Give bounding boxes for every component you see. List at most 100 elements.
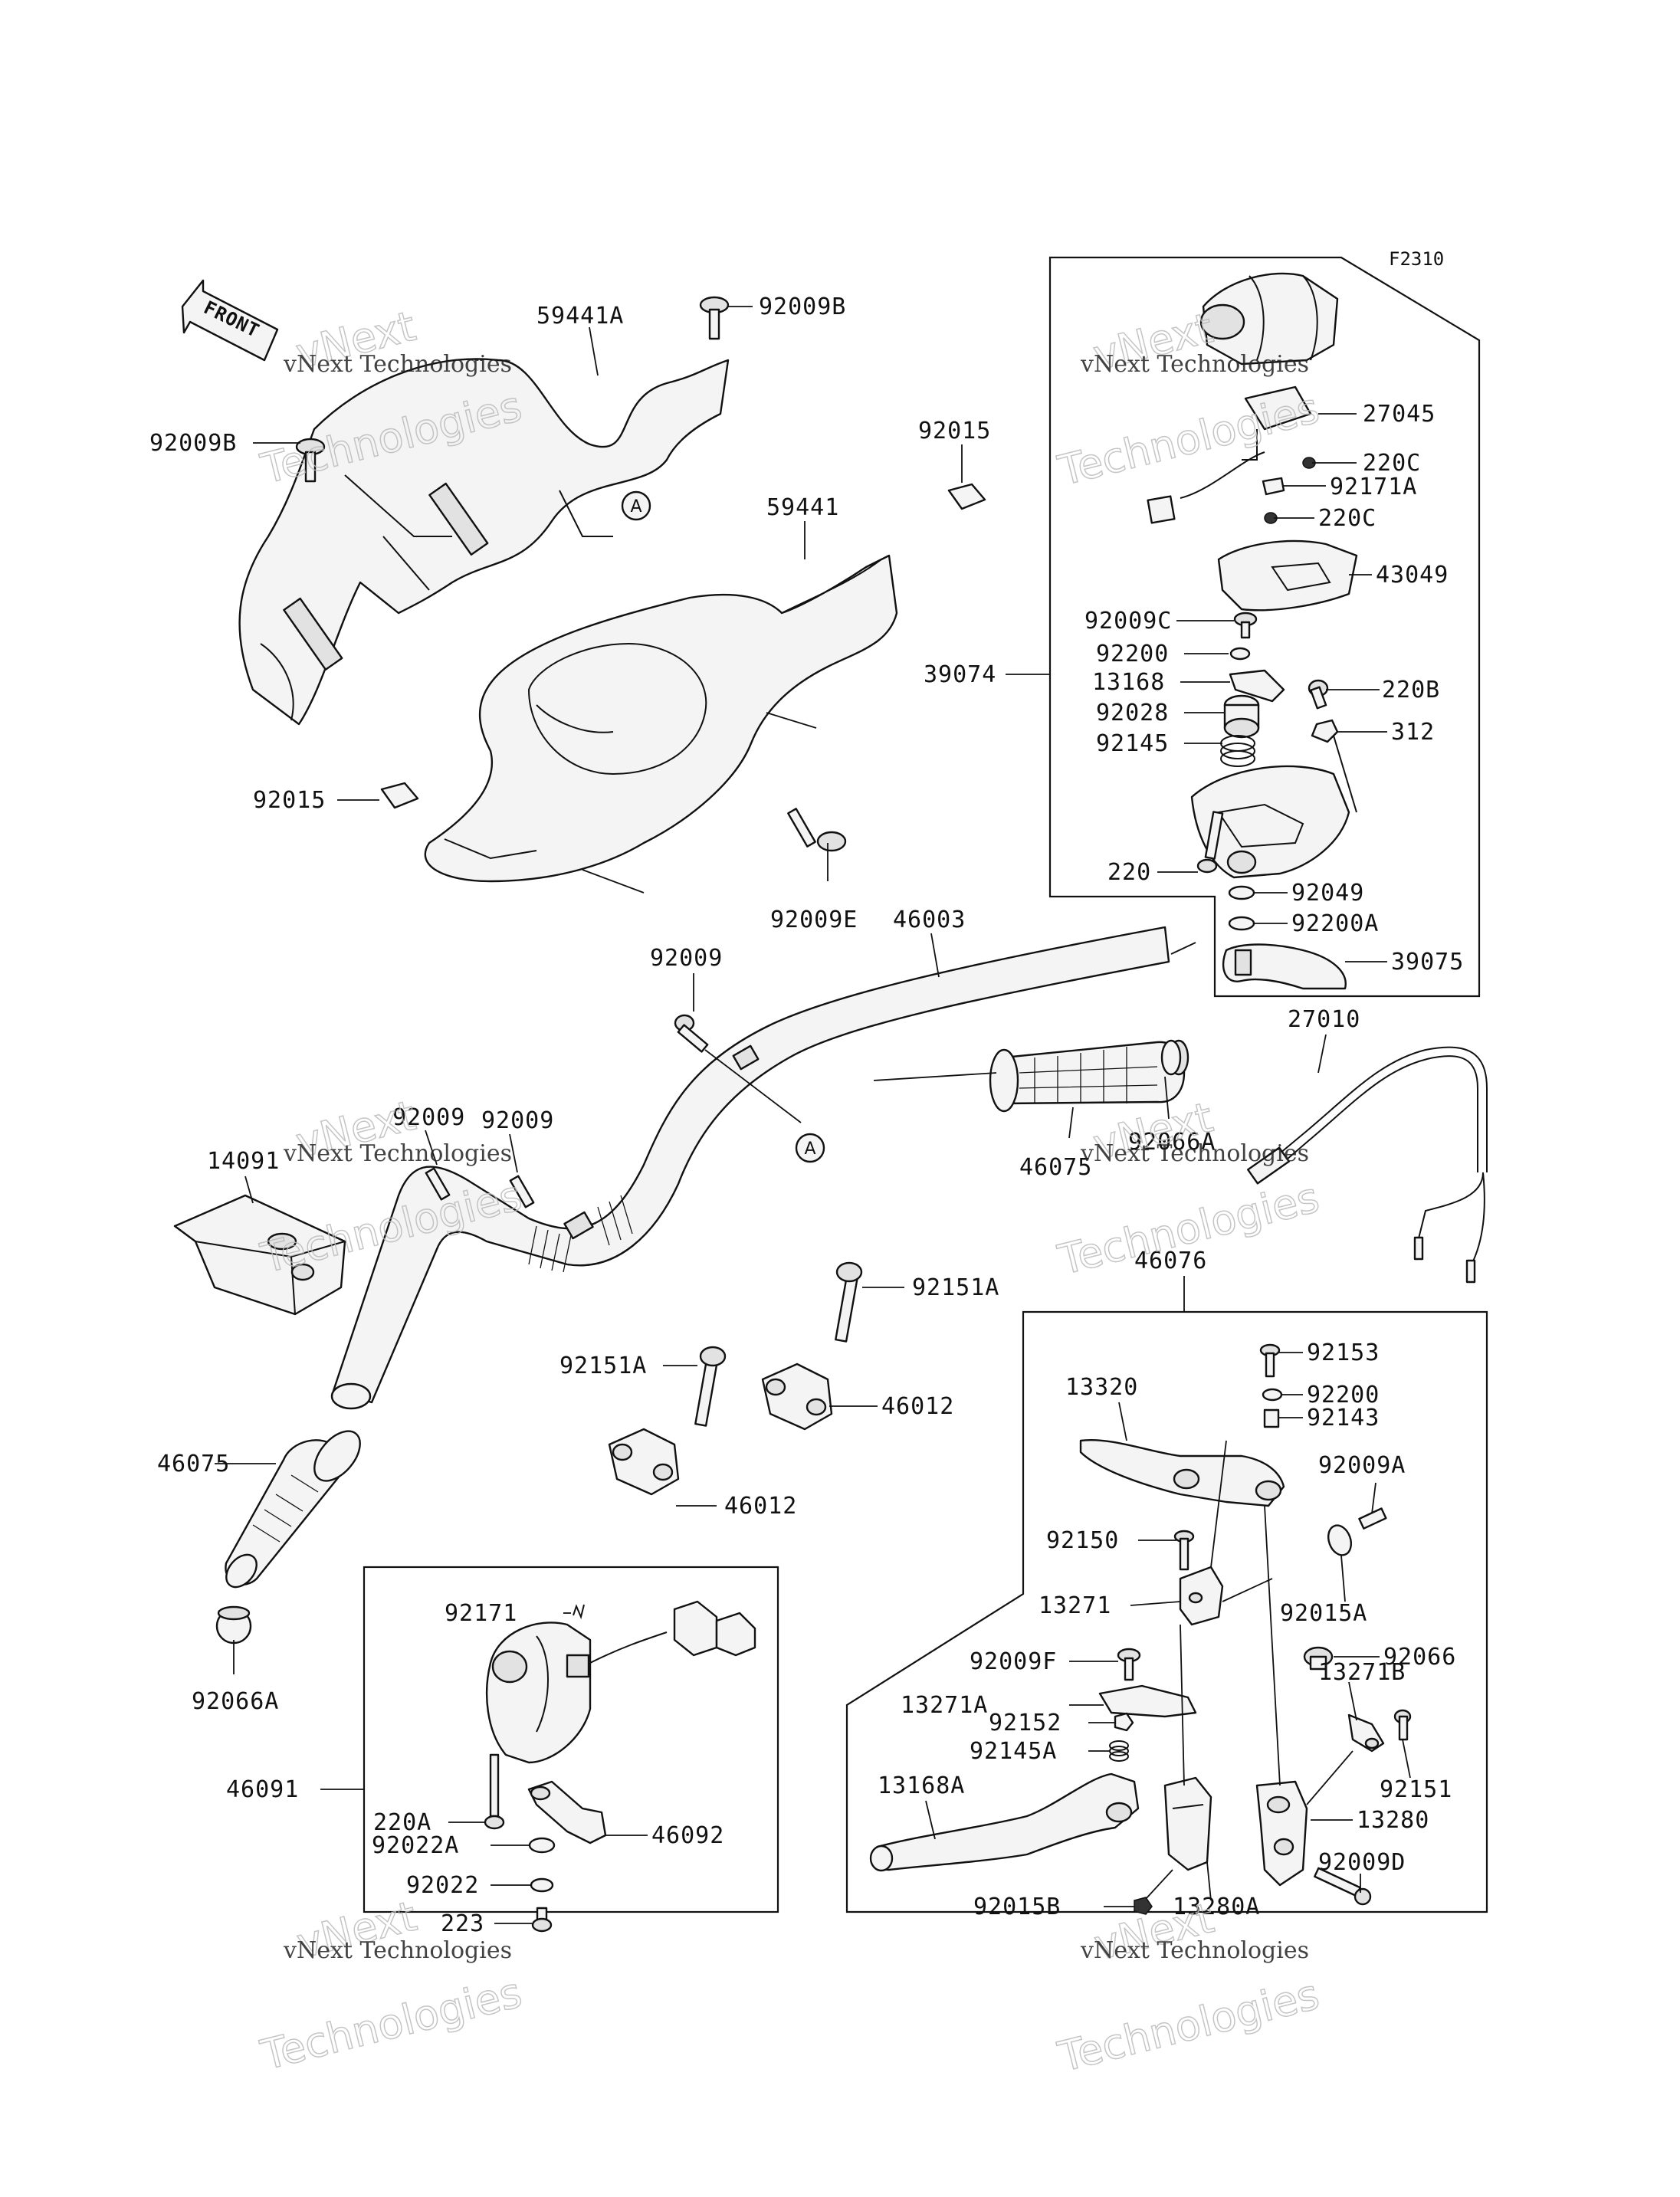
label-46003: 46003 (893, 907, 966, 933)
cover-43049 (1217, 539, 1358, 612)
label-46012-top: 46012 (881, 1393, 954, 1420)
label-92200-clutch: 92200 (1307, 1382, 1380, 1408)
label-92015-top: 92015 (918, 418, 991, 444)
label-92143: 92143 (1307, 1405, 1380, 1431)
label-46076: 46076 (1134, 1248, 1207, 1274)
switch-13280A (1163, 1776, 1212, 1871)
label-92145A: 92145A (970, 1738, 1057, 1765)
label-92151A-left: 92151A (559, 1353, 647, 1379)
washer-92200 (1229, 647, 1251, 661)
label-312: 312 (1391, 719, 1435, 746)
label-39075: 39075 (1391, 949, 1464, 976)
label-46075-left: 46075 (157, 1451, 230, 1477)
label-92015A: 92015A (1280, 1600, 1367, 1627)
label-220B: 220B (1382, 677, 1440, 703)
bolt-92151A-top (835, 1261, 863, 1343)
screw-92009-left1 (425, 1167, 451, 1201)
screw-92009-left2 (509, 1175, 535, 1208)
screw-92151 (1393, 1709, 1412, 1741)
label-220C-2: 220C (1318, 505, 1376, 532)
label-59441: 59441 (766, 494, 839, 521)
label-92009F: 92009F (970, 1648, 1057, 1675)
watermark-bottom-right: vNext Technologies vNext Technologies (1053, 1893, 1324, 2082)
handlebar-tube (330, 926, 1170, 1410)
label-220: 220 (1107, 859, 1151, 886)
label-92028: 92028 (1096, 700, 1169, 726)
washer-92200-clutch (1262, 1388, 1283, 1402)
label-92009C: 92009C (1084, 608, 1172, 635)
label-92066A-left: 92066A (192, 1688, 279, 1715)
label-92009-mid: 92009 (650, 945, 723, 972)
switch-housing-46091 (485, 1600, 756, 1764)
label-13280: 13280 (1357, 1807, 1429, 1834)
label-46092: 46092 (651, 1822, 724, 1849)
plate-13271A (1098, 1684, 1197, 1718)
reference-mark-a-top: A (621, 490, 651, 521)
left-bar-end-cap (215, 1605, 252, 1644)
svg-text:vNext Technologies: vNext Technologies (1080, 1140, 1309, 1167)
bracket-13271B (1347, 1713, 1385, 1753)
throttle-lever-39075 (1222, 943, 1347, 990)
right-grip (989, 1041, 1186, 1113)
nut-92152 (1114, 1712, 1134, 1732)
screw-223 (531, 1907, 553, 1933)
nut-92015B (1134, 1897, 1153, 1915)
spring-92145 (1220, 735, 1255, 767)
bolt-220B (1308, 679, 1329, 710)
label-92022: 92022 (406, 1872, 479, 1899)
label-14091: 14091 (207, 1148, 280, 1175)
label-92009D: 92009D (1318, 1849, 1406, 1876)
screw-92009A (1358, 1507, 1387, 1530)
holder-46012-bottom (608, 1428, 680, 1496)
label-92015B: 92015B (973, 1894, 1061, 1920)
label-92009E: 92009E (770, 907, 858, 933)
svg-text:vNext Technologies: vNext Technologies (283, 1140, 512, 1167)
svg-text:A: A (630, 497, 641, 516)
bracket-13271 (1179, 1566, 1224, 1626)
label-27010: 27010 (1288, 1006, 1360, 1033)
screw-92009E (787, 808, 847, 852)
plate-13168 (1229, 669, 1285, 703)
washer-92022A (528, 1837, 556, 1854)
washer-92015A (1327, 1524, 1353, 1556)
label-92049: 92049 (1291, 880, 1364, 907)
plate-92171A (1262, 477, 1285, 496)
lever-46092 (527, 1780, 607, 1844)
clutch-lever-13168A (869, 1772, 1140, 1872)
nut-312 (1311, 719, 1339, 743)
bolt-92151A-left (694, 1346, 727, 1427)
clip-92015-top (947, 483, 986, 510)
svg-text:vNext Technologies: vNext Technologies (283, 1937, 512, 1964)
label-92150: 92150 (1046, 1527, 1119, 1554)
screw-92009F (1117, 1648, 1141, 1681)
svg-text:Technologies: Technologies (1053, 384, 1324, 495)
svg-text:vNext Technologies: vNext Technologies (1080, 1937, 1309, 1964)
bolt-92153 (1259, 1343, 1281, 1378)
label-92009-left1: 92009 (392, 1104, 465, 1131)
reference-mark-a-bottom: A (795, 1133, 825, 1163)
label-13168A: 13168A (878, 1772, 965, 1799)
lever-13320 (1079, 1439, 1285, 1507)
throttle-cable (1247, 1046, 1488, 1284)
label-92153: 92153 (1307, 1340, 1380, 1366)
svg-text:vNext Technologies: vNext Technologies (1080, 351, 1309, 378)
bolt-92150 (1173, 1530, 1195, 1571)
svg-text:A: A (804, 1139, 815, 1159)
clamp-cover-14091 (173, 1194, 346, 1316)
screw-92009B-left (295, 438, 326, 483)
label-92009B-left: 92009B (149, 430, 237, 457)
screw-92009C (1233, 612, 1258, 639)
label-92009-left2: 92009 (481, 1107, 554, 1134)
label-220C-1: 220C (1363, 450, 1421, 477)
label-92009A: 92009A (1318, 1452, 1406, 1479)
handlebar-upper-cover (238, 358, 730, 726)
front-arrow: FRONT (181, 279, 279, 362)
right-bar-end-cap (1160, 1039, 1189, 1076)
label-13271: 13271 (1039, 1592, 1111, 1619)
washer-92200A (1228, 916, 1255, 931)
label-13271A: 13271A (901, 1692, 988, 1719)
label-43049: 43049 (1376, 562, 1449, 589)
switch-housing-group-box (363, 1566, 779, 1913)
